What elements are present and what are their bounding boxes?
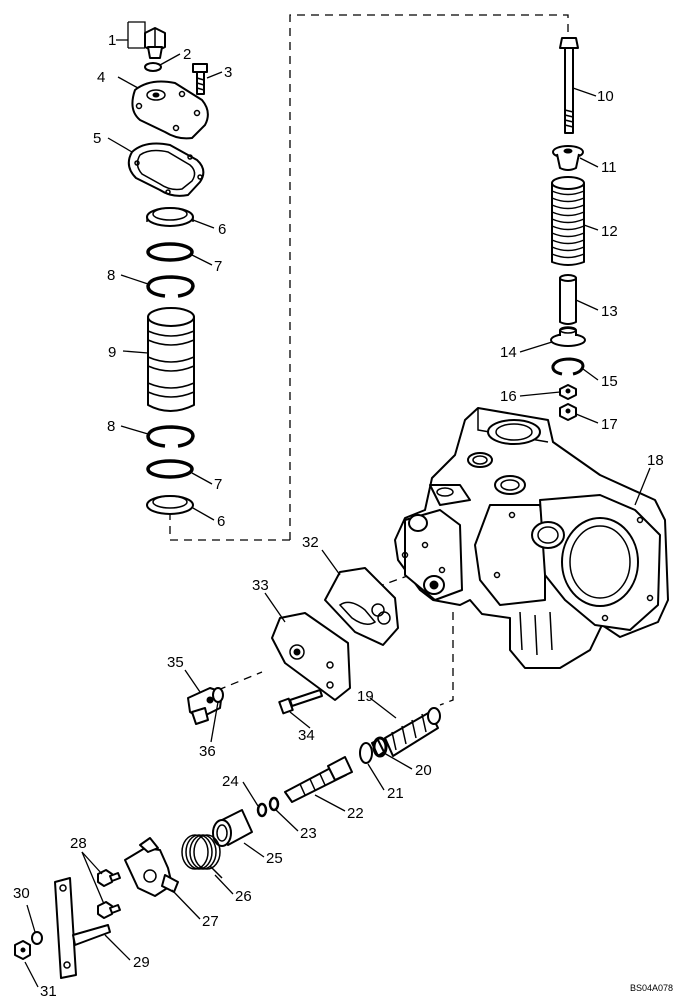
part-8-snap-ring-top [146,275,195,298]
part-1-plug [144,27,166,59]
part-6-ring-bottom [146,495,194,515]
part-23-o-ring [268,796,280,812]
callout-7-bottom: 7 [214,476,222,493]
callout-9: 9 [108,344,116,361]
part-3-bolt [192,63,208,95]
part-13-tube [559,274,577,325]
part-10-long-bolt [559,37,579,134]
part-25-bushing [212,809,253,847]
callout-13: 13 [601,303,618,320]
callout-7-top: 7 [214,258,222,275]
part-28-screws [97,869,121,919]
callout-30: 30 [13,885,30,902]
callout-10: 10 [597,88,614,105]
callout-28: 28 [70,835,87,852]
callout-27: 27 [202,913,219,930]
part-21-ring [359,742,373,764]
part-7-ring-top [146,242,194,262]
part-24-o-ring [256,802,268,818]
callout-22: 22 [347,805,364,822]
callout-6-bottom: 6 [217,513,225,530]
part-20-o-ring [372,736,388,758]
callout-3: 3 [224,64,232,81]
callout-29: 29 [133,954,150,971]
part-14-seat [550,326,586,347]
callout-21: 21 [387,785,404,802]
callout-18: 18 [647,452,664,469]
callout-1: 1 [108,32,116,49]
part-26-torsion-spring [181,834,223,879]
part-33-plate [271,612,351,701]
part-18-housing [394,407,669,669]
callout-4: 4 [97,69,105,86]
callout-8-top: 8 [107,267,115,284]
part-12-spring [551,176,585,266]
callout-2: 2 [183,46,191,63]
callout-31: 31 [40,983,57,1000]
part-4-cover-plate [131,80,209,140]
part-8-snap-ring-bottom [146,425,195,448]
part-34-bolt [278,689,323,715]
drawing-id: BS04A078 [630,983,673,993]
part-22-shaft [284,756,353,803]
callout-24: 24 [222,773,239,790]
part-5-gasket [127,142,205,197]
callout-19: 19 [357,688,374,705]
callout-labels: 1 2 3 4 5 6 7 8 9 8 7 6 10 11 12 13 14 1… [13,32,664,1000]
part-30-washer [31,931,43,945]
callout-26: 26 [235,888,252,905]
assembly-lines [169,14,569,706]
part-7-ring-bottom [146,459,194,479]
callout-11: 11 [601,159,617,176]
callout-33: 33 [252,577,269,594]
part-15-snap-ring [551,357,585,376]
part-29-lever-plate [54,877,111,979]
callout-12: 12 [601,223,618,240]
part-27-bracket [124,837,179,897]
part-17-nut [559,403,577,421]
callout-25: 25 [266,850,283,867]
callout-6-top: 6 [218,221,226,238]
part-19-spool-valve [371,707,441,757]
callout-15: 15 [601,373,618,390]
part-36-o-ring [212,687,224,703]
callout-14: 14 [500,344,517,361]
callout-32: 32 [302,534,319,551]
callout-35: 35 [167,654,184,671]
part-9-piston [147,307,195,412]
part-31-nut [14,940,31,960]
part-11-spring-seat [552,145,584,171]
leader-lines [24,21,651,988]
callout-5: 5 [93,130,101,147]
part-2-o-ring [144,62,162,72]
part-32-gasket-plate [324,567,399,646]
callout-34: 34 [298,727,315,744]
callout-16: 16 [500,388,517,405]
callout-20: 20 [415,762,432,779]
callout-23: 23 [300,825,317,842]
callout-8-bottom: 8 [107,418,115,435]
callout-36: 36 [199,743,216,760]
part-16-nut [559,384,577,400]
callout-17: 17 [601,416,618,433]
part-6-ring-top [146,207,194,227]
